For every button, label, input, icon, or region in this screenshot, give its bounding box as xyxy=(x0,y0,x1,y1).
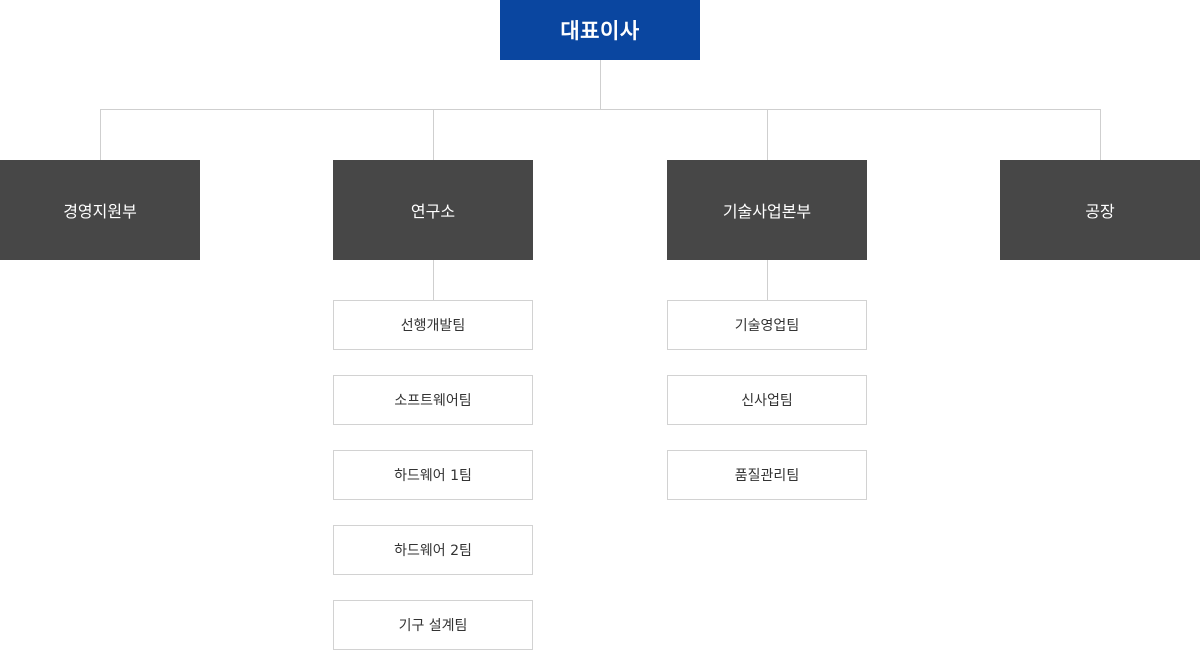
connector-dept-2 xyxy=(433,109,434,160)
team-box: 기구 설계팀 xyxy=(333,600,533,650)
team-box: 품질관리팀 xyxy=(667,450,867,500)
team-box: 기술영업팀 xyxy=(667,300,867,350)
connector-horizontal-bar xyxy=(100,109,1101,110)
department-management-support: 경영지원부 xyxy=(0,160,200,260)
connector-ceo-down xyxy=(600,60,601,109)
department-label: 기술사업본부 xyxy=(722,202,812,221)
department-label: 경영지원부 xyxy=(63,202,137,221)
team-box: 하드웨어 1팀 xyxy=(333,450,533,500)
connector-dept-1 xyxy=(100,109,101,160)
team-label: 기구 설계팀 xyxy=(398,618,468,634)
team-label: 하드웨어 1팀 xyxy=(394,468,472,484)
team-label: 품질관리팀 xyxy=(734,468,800,484)
team-box: 신사업팀 xyxy=(667,375,867,425)
connector-tech-business-teams xyxy=(767,260,768,300)
connector-dept-3 xyxy=(767,109,768,160)
ceo-label: 대표이사 xyxy=(560,19,640,43)
department-research-institute: 연구소 xyxy=(333,160,533,260)
team-label: 소프트웨어팀 xyxy=(394,393,472,409)
connector-dept-4 xyxy=(1100,109,1101,160)
department-label: 공장 xyxy=(1085,202,1115,221)
team-box: 소프트웨어팀 xyxy=(333,375,533,425)
team-label: 하드웨어 2팀 xyxy=(394,543,472,559)
department-tech-business: 기술사업본부 xyxy=(667,160,867,260)
connector-research-teams xyxy=(433,260,434,300)
team-box: 선행개발팀 xyxy=(333,300,533,350)
team-label: 신사업팀 xyxy=(741,393,793,409)
team-label: 선행개발팀 xyxy=(400,318,466,334)
ceo-box: 대표이사 xyxy=(500,0,700,60)
team-label: 기술영업팀 xyxy=(734,318,800,334)
department-factory: 공장 xyxy=(1000,160,1200,260)
department-label: 연구소 xyxy=(410,202,456,221)
team-box: 하드웨어 2팀 xyxy=(333,525,533,575)
